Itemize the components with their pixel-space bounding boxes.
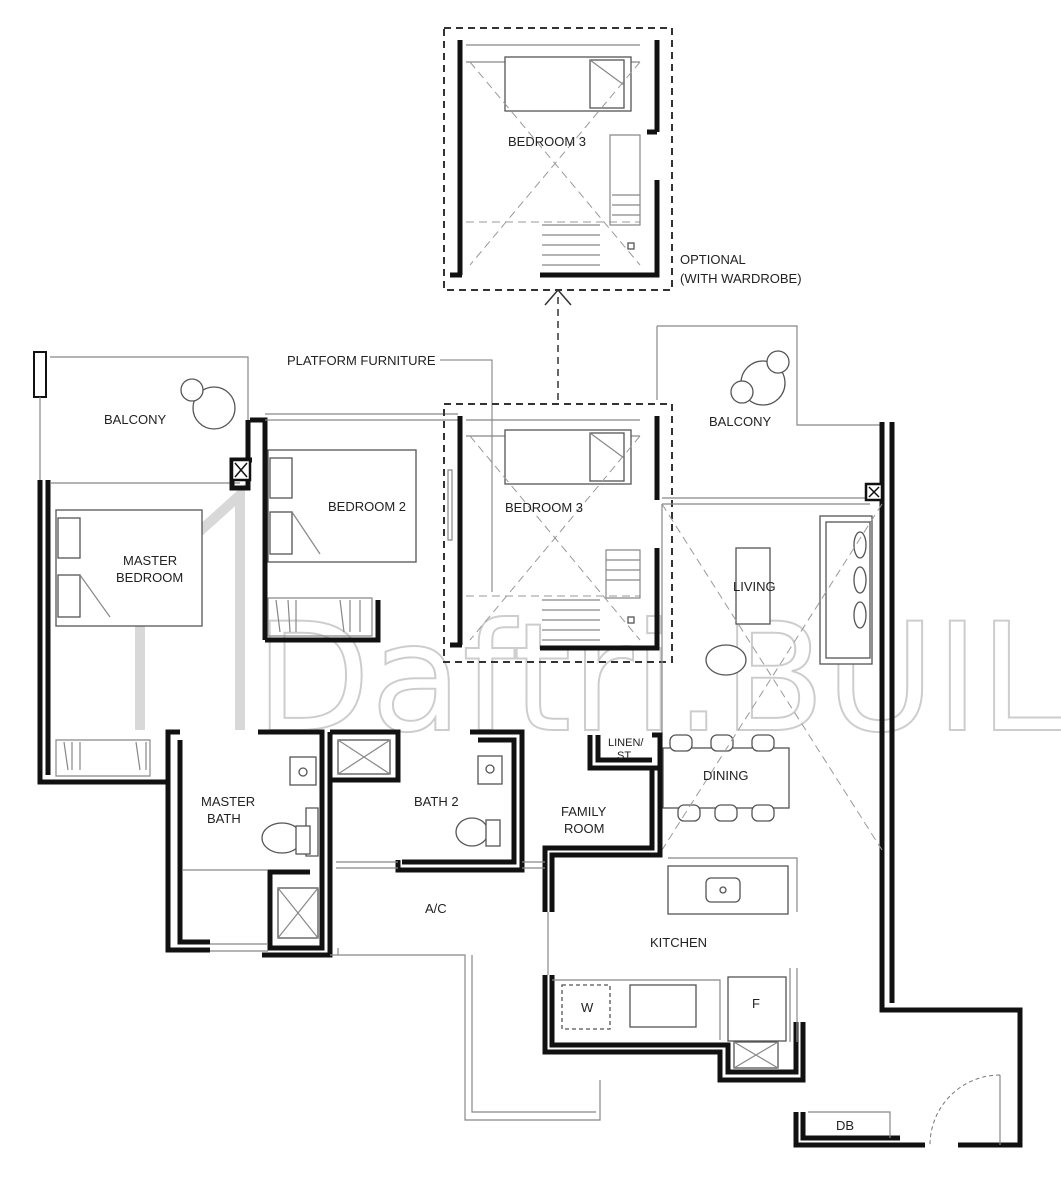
- bedroom-2: [265, 413, 458, 643]
- optional-bedroom3-block: [443, 27, 673, 291]
- ac-ledge: [330, 948, 601, 1121]
- balcony-left-label: BALCONY: [104, 412, 166, 427]
- master-bedroom-label-line1: MASTER: [123, 553, 177, 568]
- db-label: DB: [836, 1118, 854, 1133]
- living-dining: [661, 422, 1023, 1148]
- master-bedroom: [37, 417, 268, 785]
- kitchen-label: KITCHEN: [650, 935, 707, 950]
- platform-furniture-label: PLATFORM FURNITURE: [287, 353, 436, 368]
- optional-note-line2: (WITH WARDROBE): [680, 271, 802, 286]
- family-kitchen: [522, 768, 806, 1083]
- fridge-label: F: [752, 996, 760, 1011]
- entrance: [793, 1074, 1001, 1148]
- master-bedroom-label-line2: BEDROOM: [116, 570, 183, 585]
- family-room-label-line2: ROOM: [564, 821, 604, 836]
- optional-note-line1: OPTIONAL: [680, 252, 746, 267]
- bedroom2-label: BEDROOM 2: [328, 499, 406, 514]
- family-room-label-line1: FAMILY: [561, 804, 607, 819]
- washer-label: W: [581, 1000, 594, 1015]
- linen-label-line2: ST: [617, 750, 631, 762]
- optional-arrow: [544, 288, 572, 400]
- bedroom-3: [443, 403, 673, 663]
- master-bath-label-line2: BATH: [207, 811, 241, 826]
- bath-2: [330, 729, 525, 873]
- optional-bedroom3-label: BEDROOM 3: [508, 134, 586, 149]
- balcony-right-label: BALCONY: [709, 414, 771, 429]
- dining-label: DINING: [703, 768, 749, 783]
- living-label: LIVING: [733, 579, 776, 594]
- linen-label-line1: LINEN/: [608, 737, 644, 749]
- ac-label: A/C: [425, 901, 447, 916]
- balcony-right: [656, 325, 882, 505]
- master-bath: [165, 729, 333, 958]
- master-bath-label-line1: MASTER: [201, 794, 255, 809]
- bedroom3-label: BEDROOM 3: [505, 500, 583, 515]
- balcony-left: [33, 351, 249, 480]
- bath2-label: BATH 2: [414, 794, 459, 809]
